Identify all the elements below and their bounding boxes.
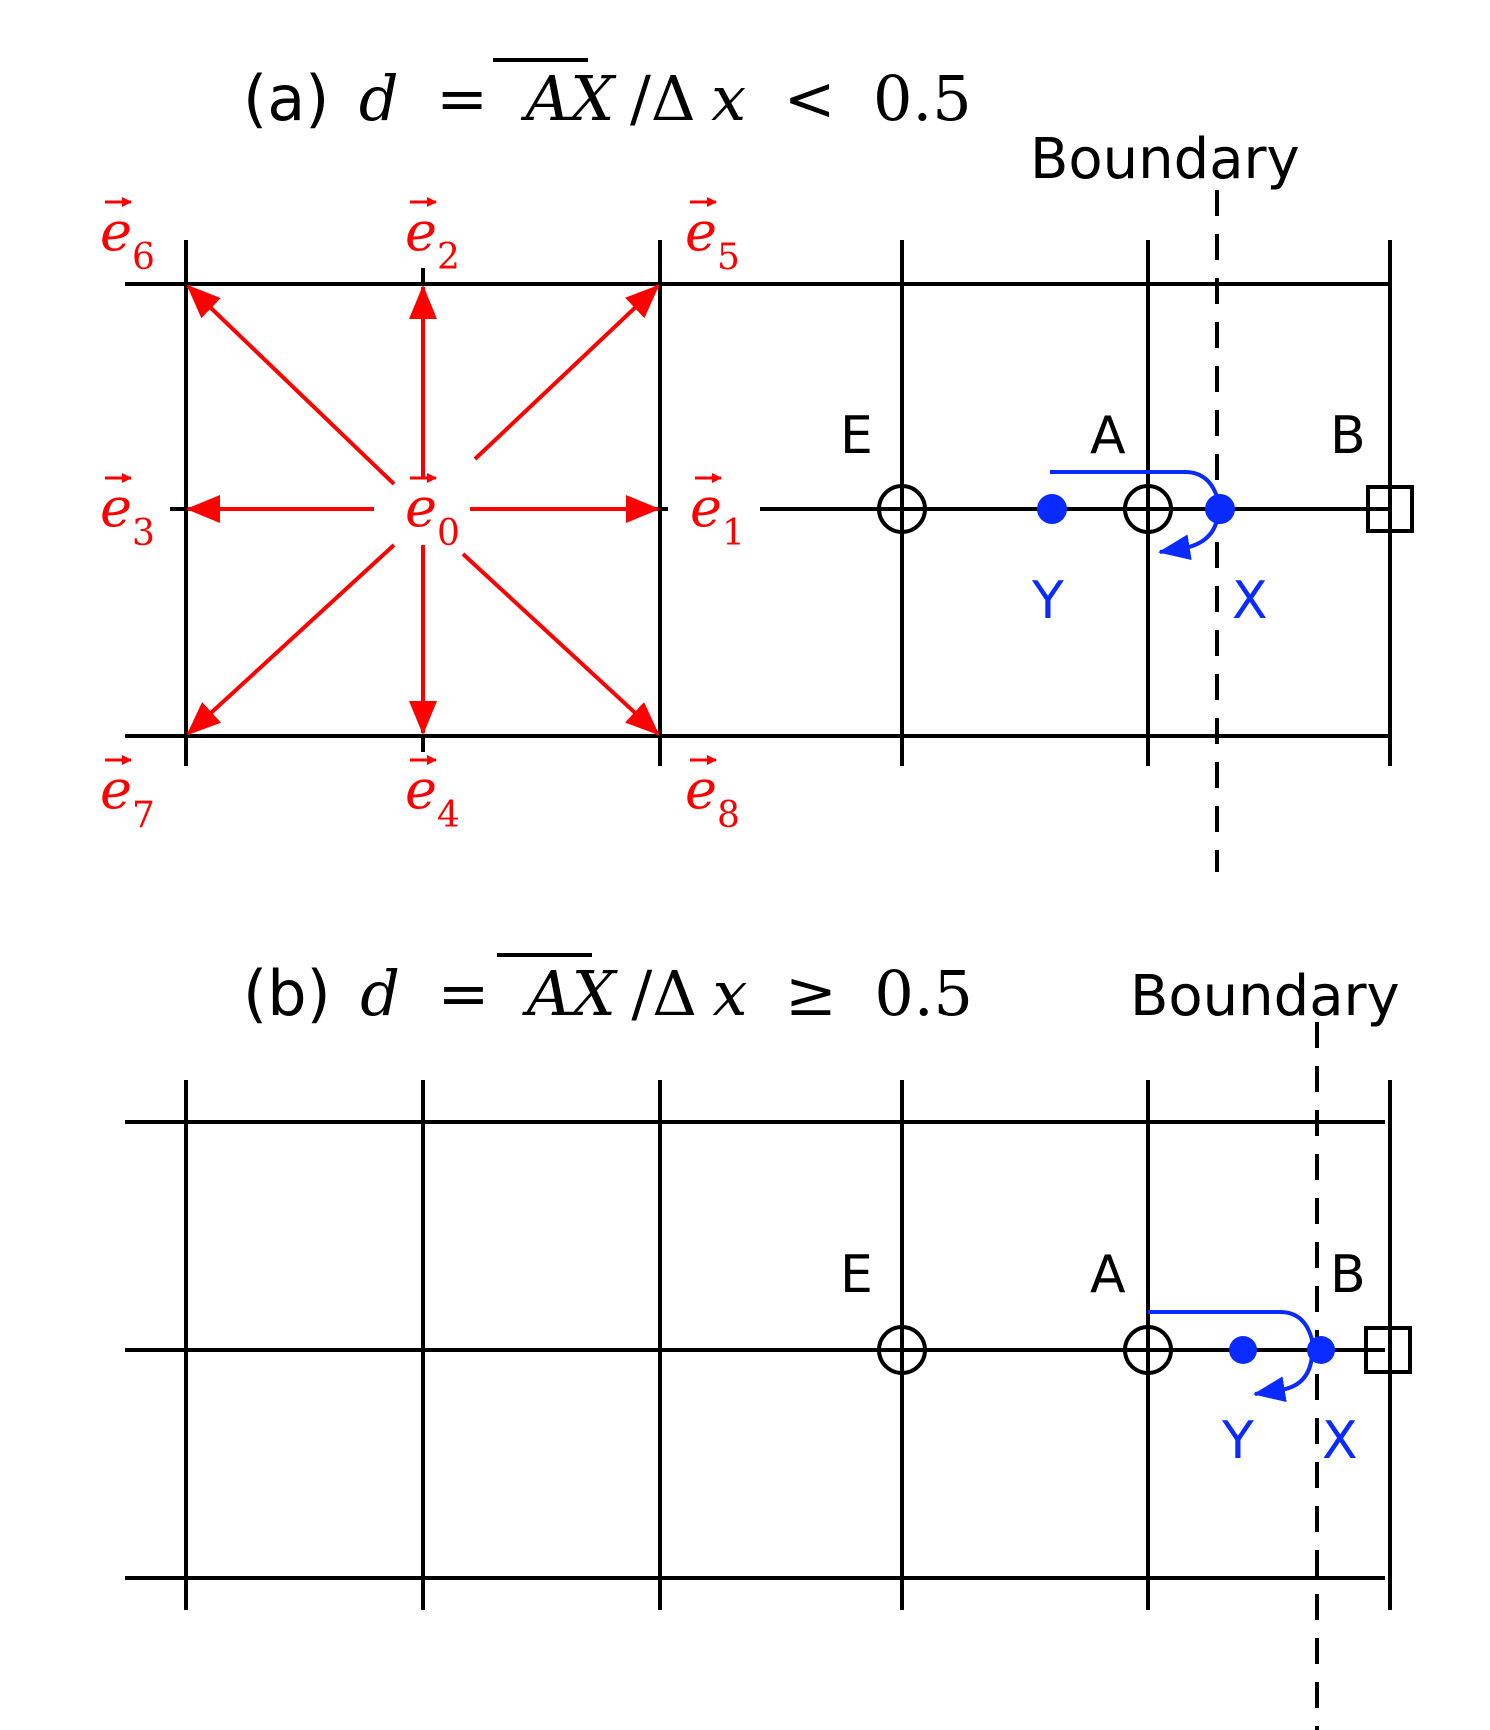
panel-a-label-a: A	[1090, 406, 1126, 466]
panel-b-node-b-square-icon	[1364, 1326, 1412, 1374]
panel-a-point-y-dot-icon	[1037, 494, 1067, 524]
panel-a-boundary-label: Boundary	[1030, 127, 1300, 192]
panel-b-label-y: Y	[1221, 1411, 1254, 1471]
label-e3: e 3	[100, 473, 155, 554]
svg-text:e: e	[405, 200, 437, 263]
svg-text:2: 2	[437, 237, 460, 278]
label-e4: e 4	[405, 755, 460, 836]
svg-text:e: e	[100, 476, 132, 539]
panel-b-title: (b) d = AX /Δ x ≥ 0.5	[243, 957, 973, 1030]
vector-e8-arrow-icon	[461, 552, 660, 736]
panel-a: (a) d = AX /Δ x < 0.5 Boundary	[100, 58, 1414, 872]
svg-text:e: e	[405, 476, 437, 539]
panel-b-node-a-circle-icon	[1123, 1325, 1173, 1375]
svg-text:e: e	[685, 758, 717, 821]
panel-a-node-e-circle-icon	[877, 484, 927, 534]
vector-e6-arrow-icon	[186, 284, 396, 486]
panel-b-eq-div: /Δ	[631, 957, 697, 1030]
label-e8: e 8	[685, 755, 740, 836]
panel-b-eq-equals: =	[437, 957, 489, 1030]
vector-e7-arrow-icon	[186, 543, 396, 736]
panel-b-node-e-circle-icon	[877, 1325, 927, 1375]
panel-b-point-y-dot-icon	[1229, 1336, 1257, 1364]
panel-a-eq-equals: =	[436, 62, 488, 135]
svg-text:e: e	[405, 758, 437, 821]
panel-a-eq-overline: AX	[521, 62, 618, 135]
panel-b-eq-value: 0.5	[874, 957, 973, 1030]
vector-e5-arrow-icon	[473, 284, 660, 461]
panel-a-title: (a) d = AX /Δ x < 0.5	[243, 62, 972, 135]
panel-a-label-y: Y	[1031, 571, 1064, 631]
panel-a-eq-rel: <	[784, 62, 836, 135]
svg-text:8: 8	[717, 795, 740, 836]
panel-b-label-b: B	[1330, 1245, 1366, 1305]
panel-b-eq-overline: AX	[522, 957, 619, 1030]
panel-a-eq-x: x	[711, 62, 746, 135]
panel-a-node-a-circle-icon	[1123, 484, 1173, 534]
svg-text:3: 3	[132, 513, 155, 554]
panel-b-eq-var: d	[360, 957, 400, 1030]
label-e1: e 1	[690, 473, 745, 554]
panel-a-eq-div: /Δ	[630, 62, 696, 135]
svg-text:4: 4	[437, 795, 460, 836]
svg-text:0: 0	[437, 513, 460, 554]
d2q9-velocity-set	[186, 284, 660, 736]
panel-b-label-e: E	[840, 1245, 873, 1305]
panel-a-bounce-back-arrow-icon	[1050, 470, 1221, 561]
panel-b: (b) d = AX /Δ x ≥ 0.5 Boundary E A B	[125, 953, 1412, 1730]
panel-a-label-e: E	[840, 406, 873, 466]
svg-text:e: e	[690, 476, 722, 539]
panel-b-label-x: X	[1322, 1411, 1358, 1471]
svg-text:e: e	[100, 758, 132, 821]
panel-b-label-a: A	[1090, 1245, 1126, 1305]
svg-text:7: 7	[132, 795, 155, 836]
panel-b-label: (b)	[243, 957, 331, 1030]
svg-text:e: e	[685, 200, 717, 263]
svg-text:5: 5	[717, 237, 740, 278]
label-e0: e 0	[405, 473, 460, 554]
panel-a-label: (a)	[243, 62, 329, 135]
panel-a-eq-value: 0.5	[873, 62, 972, 135]
label-e5: e 5	[685, 197, 740, 278]
panel-a-label-x: X	[1232, 571, 1268, 631]
vector-labels: e 0 e 1 e 2 e 3 e 4	[100, 197, 745, 836]
label-e2: e 2	[405, 197, 460, 278]
svg-text:6: 6	[132, 237, 155, 278]
panel-a-node-b-square-icon	[1366, 485, 1414, 533]
panel-b-eq-rel: ≥	[785, 957, 837, 1030]
svg-text:1: 1	[722, 513, 745, 554]
panel-b-eq-x: x	[712, 957, 747, 1030]
panel-a-label-b: B	[1330, 406, 1366, 466]
panel-a-point-x-dot-icon	[1205, 494, 1235, 524]
panel-b-boundary-label: Boundary	[1130, 964, 1400, 1029]
label-e7: e 7	[100, 755, 155, 836]
panel-b-point-x-dot-icon	[1307, 1336, 1335, 1364]
svg-text:e: e	[100, 200, 132, 263]
panel-a-eq-var: d	[359, 62, 399, 135]
label-e6: e 6	[100, 197, 155, 278]
